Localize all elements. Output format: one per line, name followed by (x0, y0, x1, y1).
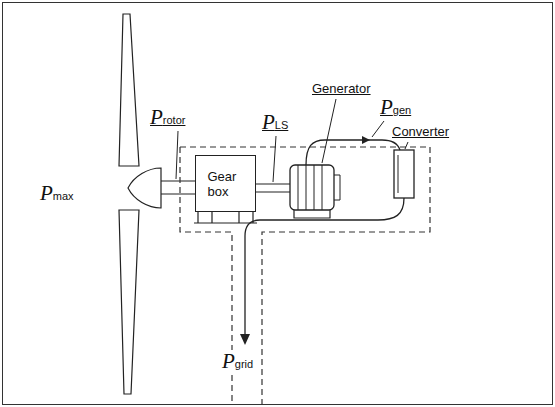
converter-body (394, 150, 414, 198)
frame (3, 3, 553, 405)
nacelle-outline (180, 147, 430, 405)
power-flow-line (306, 140, 400, 165)
part-name: Generator (312, 81, 371, 96)
power-symbol: Pmax (40, 182, 74, 207)
power-symbol: Pgen (380, 96, 411, 121)
generator-foot (294, 210, 330, 218)
power-symbol: Pgrid (220, 350, 255, 375)
leader-line (176, 131, 178, 179)
part-name: Gear box (208, 169, 244, 199)
blade-lower (119, 210, 139, 394)
part-name: Converter (392, 124, 449, 139)
generator-body (290, 165, 334, 210)
converter-detail (398, 155, 399, 193)
leader-line (372, 121, 384, 137)
blade-upper (119, 14, 139, 166)
gearbox-feet (194, 212, 257, 223)
grid-flow-line (245, 198, 404, 335)
power-symbol: PLS (262, 111, 288, 136)
leader-line (405, 142, 408, 149)
leader-line (322, 99, 336, 163)
high-speed-shaft (255, 184, 291, 192)
gearbox-box: Gear box (195, 155, 256, 212)
flow-arrowhead (362, 136, 370, 144)
rotor-hub (128, 168, 161, 208)
leader-line (273, 136, 276, 182)
low-speed-shaft (161, 181, 196, 194)
power-symbol: Protor (150, 106, 185, 131)
generator-fins (298, 165, 340, 210)
grid-arrowhead (240, 334, 250, 345)
